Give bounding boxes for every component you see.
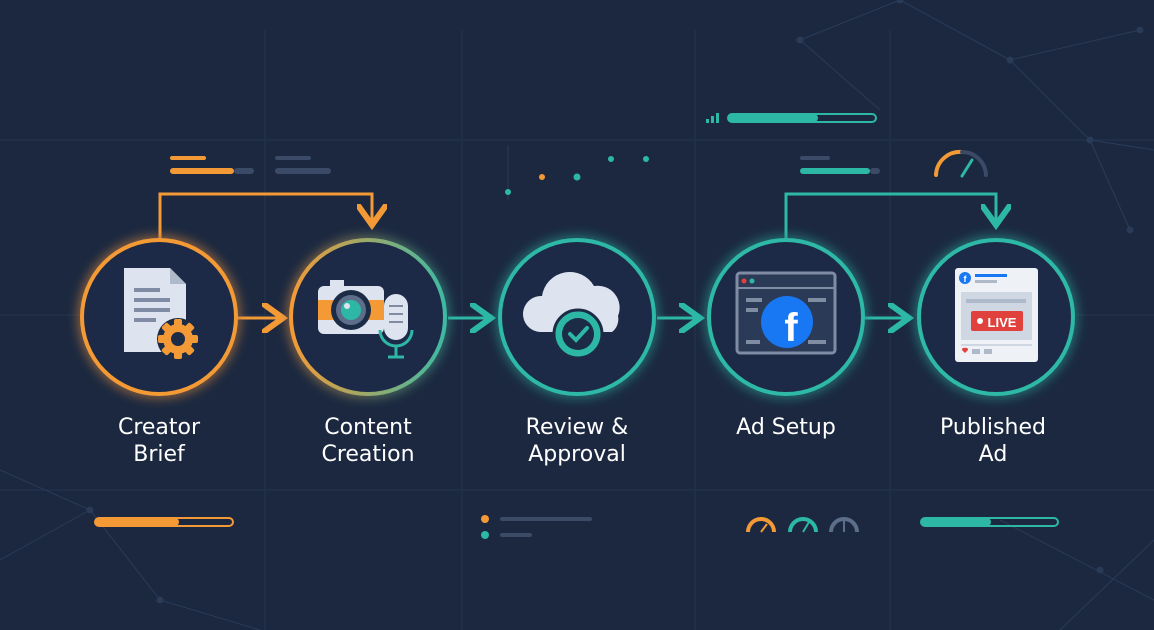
step-label-creator-brief: Creator Brief: [117, 415, 201, 467]
live-badge: LIVE: [988, 315, 1017, 330]
cloud-check-icon: [522, 271, 620, 360]
step-label-review-approval: Review & Approval: [525, 415, 629, 467]
live-post-icon: f: [955, 268, 1038, 362]
step-label-content-creation: Content Creation: [321, 415, 415, 467]
gauge-icon: [934, 149, 988, 178]
decorative-dots: [505, 145, 649, 200]
facebook-browser-icon: [735, 271, 837, 355]
connector-1-2: [158, 192, 372, 318]
step-node-ad-setup: f: [707, 238, 865, 396]
step-node-published-ad: f LIVE: [917, 238, 1075, 396]
step-label-published-ad: Published Ad: [940, 415, 1046, 467]
facebook-logo-letter: f: [784, 306, 798, 350]
step-label-ad-setup: Ad Setup: [736, 415, 836, 440]
camera-microphone-icon: [318, 280, 414, 359]
step-node-review-approval: [498, 238, 656, 396]
decorative-bars-bottom: [94, 515, 1059, 539]
step-node-creator-brief: [80, 238, 238, 396]
connector-4-5: [784, 192, 996, 318]
step-node-content-creation: [289, 238, 447, 396]
svg-text:f: f: [964, 274, 968, 284]
decorative-bars-top: [170, 113, 880, 174]
document-gear-icon: [124, 268, 199, 360]
